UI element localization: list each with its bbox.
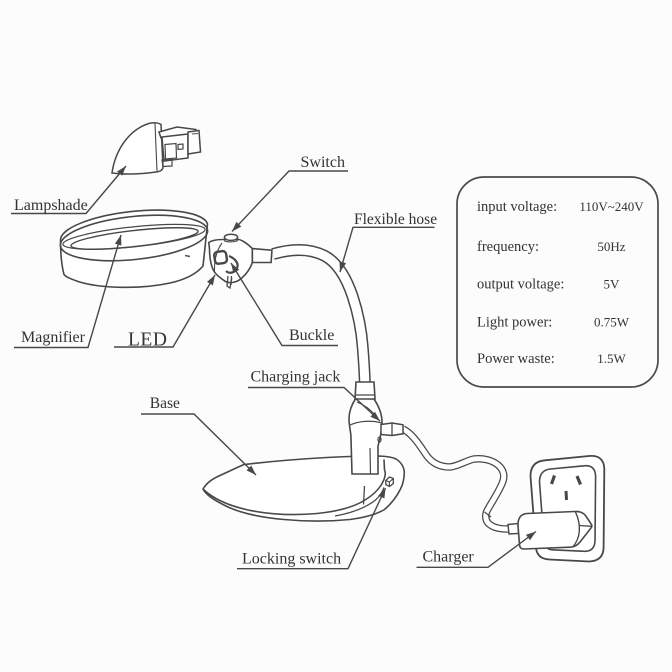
svg-text:50Hz: 50Hz <box>597 239 625 254</box>
svg-text:LED: LED <box>128 330 167 351</box>
svg-text:Switch: Switch <box>301 154 345 171</box>
svg-text:Light power:: Light power: <box>477 315 552 331</box>
svg-text:Lampshade: Lampshade <box>14 197 88 214</box>
svg-text:Charging jack: Charging jack <box>251 369 341 386</box>
svg-text:Base: Base <box>150 395 180 412</box>
svg-text:output voltage:: output voltage: <box>477 277 564 293</box>
svg-text:input voltage:: input voltage: <box>477 199 557 215</box>
svg-text:5V: 5V <box>604 277 621 292</box>
svg-text:frequency:: frequency: <box>477 239 539 255</box>
svg-text:Power waste:: Power waste: <box>477 351 555 367</box>
svg-text:Magnifier: Magnifier <box>21 329 86 346</box>
svg-text:1.5W: 1.5W <box>597 351 626 366</box>
svg-text:110V~240V: 110V~240V <box>579 199 644 214</box>
svg-text:Flexible hose: Flexible hose <box>354 211 437 228</box>
svg-text:Locking switch: Locking switch <box>242 550 341 567</box>
svg-text:Buckle: Buckle <box>289 327 334 344</box>
svg-text:Charger: Charger <box>423 549 475 566</box>
svg-text:0.75W: 0.75W <box>594 315 630 330</box>
